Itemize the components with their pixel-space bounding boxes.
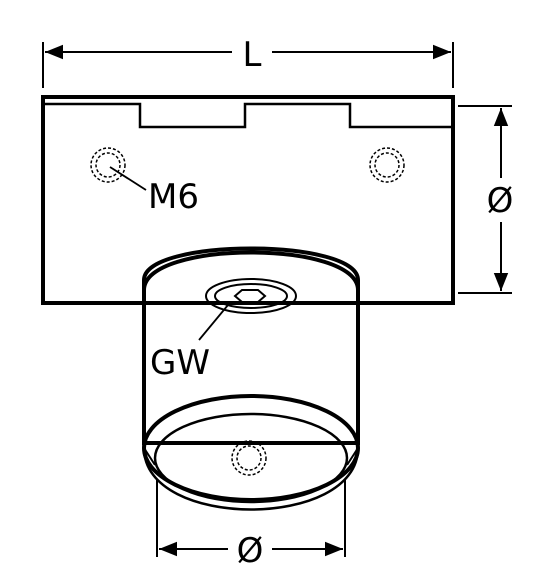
grub-screw [205,278,297,314]
height-diameter-dimension: Ø [458,105,514,294]
tube-diameter-dimension: Ø [156,480,346,571]
threaded-hole-left [90,147,126,183]
length-dimension: L [42,35,454,88]
base-plate [41,95,455,305]
grub-screw-label: GW [150,343,210,383]
right-diameter-label: Ø [487,181,514,221]
thread-label: M6 [148,177,199,217]
bottom-diameter-label: Ø [237,531,264,571]
grub-screw-leader [198,304,229,341]
tube-socket [142,246,360,511]
threaded-hole-right [369,147,405,183]
socket-bottom-hole [231,440,267,476]
thread-leader [109,166,147,191]
hex-socket-icon [233,289,267,303]
length-label: L [243,35,262,75]
